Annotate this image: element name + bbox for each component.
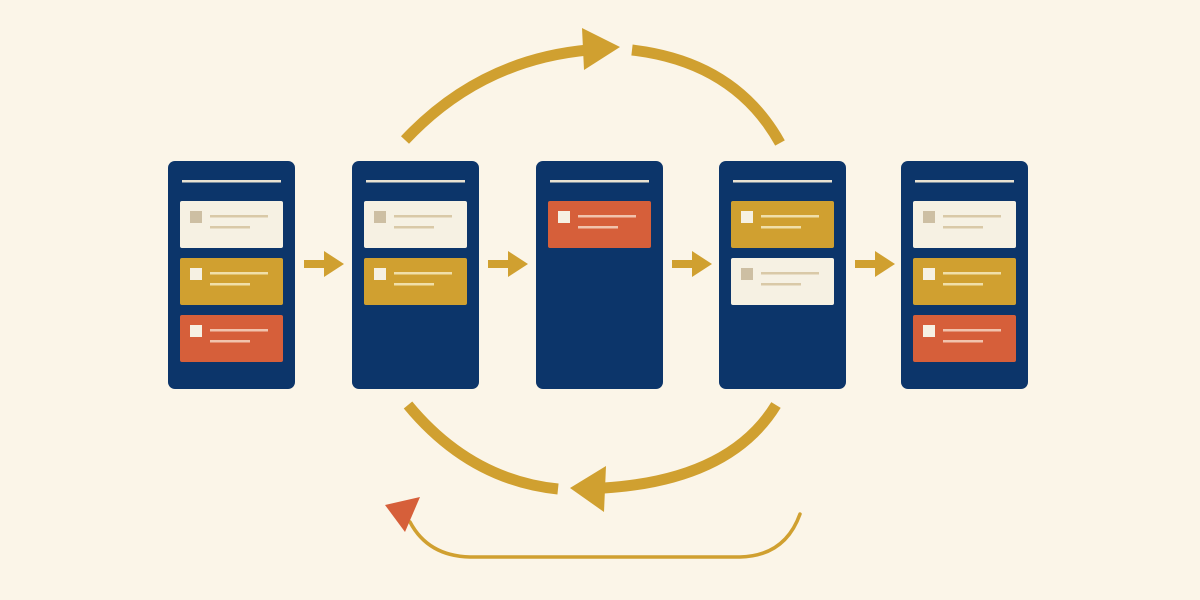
card-checkbox bbox=[374, 211, 386, 223]
card-checkbox bbox=[923, 268, 935, 280]
card-checkbox bbox=[923, 325, 935, 337]
task-card bbox=[180, 258, 283, 305]
card-text-line bbox=[210, 272, 268, 275]
card-body bbox=[913, 258, 1016, 305]
task-card bbox=[731, 258, 834, 305]
board-2 bbox=[352, 161, 479, 389]
card-body bbox=[731, 201, 834, 248]
card-checkbox bbox=[558, 211, 570, 223]
card-text-line bbox=[394, 215, 452, 218]
board-1 bbox=[168, 161, 295, 389]
task-card bbox=[364, 258, 467, 305]
card-checkbox bbox=[741, 268, 753, 280]
connector-shaft bbox=[488, 260, 510, 268]
top-arc-right bbox=[631, 44, 785, 146]
card-text-line bbox=[394, 283, 434, 286]
card-text-line bbox=[761, 272, 819, 275]
card-text-line bbox=[943, 215, 1001, 218]
task-card bbox=[180, 315, 283, 362]
card-text-line bbox=[943, 283, 983, 286]
top-arc-arrowhead bbox=[582, 28, 620, 70]
card-text-line bbox=[394, 226, 434, 229]
card-checkbox bbox=[190, 268, 202, 280]
card-body bbox=[913, 315, 1016, 362]
board-panel bbox=[536, 161, 663, 389]
connector-arrow-right bbox=[488, 251, 528, 277]
top-arc-left bbox=[400, 44, 589, 144]
card-checkbox bbox=[190, 325, 202, 337]
card-text-line bbox=[210, 340, 250, 343]
task-card bbox=[913, 201, 1016, 248]
card-text-line bbox=[943, 272, 1001, 275]
connector-head bbox=[324, 251, 344, 277]
card-checkbox bbox=[741, 211, 753, 223]
card-text-line bbox=[943, 226, 983, 229]
connector-shaft bbox=[855, 260, 877, 268]
card-text-line bbox=[943, 329, 1001, 332]
board-3 bbox=[536, 161, 663, 389]
task-card bbox=[364, 201, 467, 248]
card-body bbox=[180, 315, 283, 362]
connector-shaft bbox=[672, 260, 694, 268]
task-card bbox=[548, 201, 651, 248]
card-body bbox=[731, 258, 834, 305]
bottom-arc-arrowhead bbox=[570, 466, 606, 512]
card-checkbox bbox=[923, 211, 935, 223]
card-checkbox bbox=[374, 268, 386, 280]
task-card bbox=[180, 201, 283, 248]
card-text-line bbox=[761, 226, 801, 229]
card-body bbox=[364, 201, 467, 248]
board-header-rule bbox=[915, 180, 1014, 183]
card-text-line bbox=[578, 215, 636, 218]
card-text-line bbox=[210, 329, 268, 332]
feedback-arrowhead bbox=[385, 497, 420, 532]
card-body bbox=[548, 201, 651, 248]
connector-shaft bbox=[304, 260, 326, 268]
board-header-rule bbox=[550, 180, 649, 183]
bottom-arc-right bbox=[603, 402, 781, 494]
board-header-rule bbox=[366, 180, 465, 183]
card-body bbox=[913, 201, 1016, 248]
task-card bbox=[731, 201, 834, 248]
connector-head bbox=[875, 251, 895, 277]
card-text-line bbox=[761, 283, 801, 286]
connector-arrow-right bbox=[304, 251, 344, 277]
task-card bbox=[913, 258, 1016, 305]
connector-arrow-right bbox=[672, 251, 712, 277]
board-4 bbox=[719, 161, 846, 389]
board-header-rule bbox=[733, 180, 832, 183]
card-body bbox=[180, 201, 283, 248]
card-text-line bbox=[210, 215, 268, 218]
connector-head bbox=[508, 251, 528, 277]
board-header-rule bbox=[182, 180, 281, 183]
feedback-arrow-line bbox=[408, 512, 802, 559]
board-5 bbox=[901, 161, 1028, 389]
task-card bbox=[913, 315, 1016, 362]
card-body bbox=[364, 258, 467, 305]
card-text-line bbox=[943, 340, 983, 343]
card-text-line bbox=[578, 226, 618, 229]
card-checkbox bbox=[190, 211, 202, 223]
card-text-line bbox=[210, 226, 250, 229]
connector-head bbox=[692, 251, 712, 277]
card-text-line bbox=[761, 215, 819, 218]
card-text-line bbox=[394, 272, 452, 275]
card-body bbox=[180, 258, 283, 305]
bottom-arc-left bbox=[403, 401, 559, 495]
card-text-line bbox=[210, 283, 250, 286]
connector-arrow-right bbox=[855, 251, 895, 277]
